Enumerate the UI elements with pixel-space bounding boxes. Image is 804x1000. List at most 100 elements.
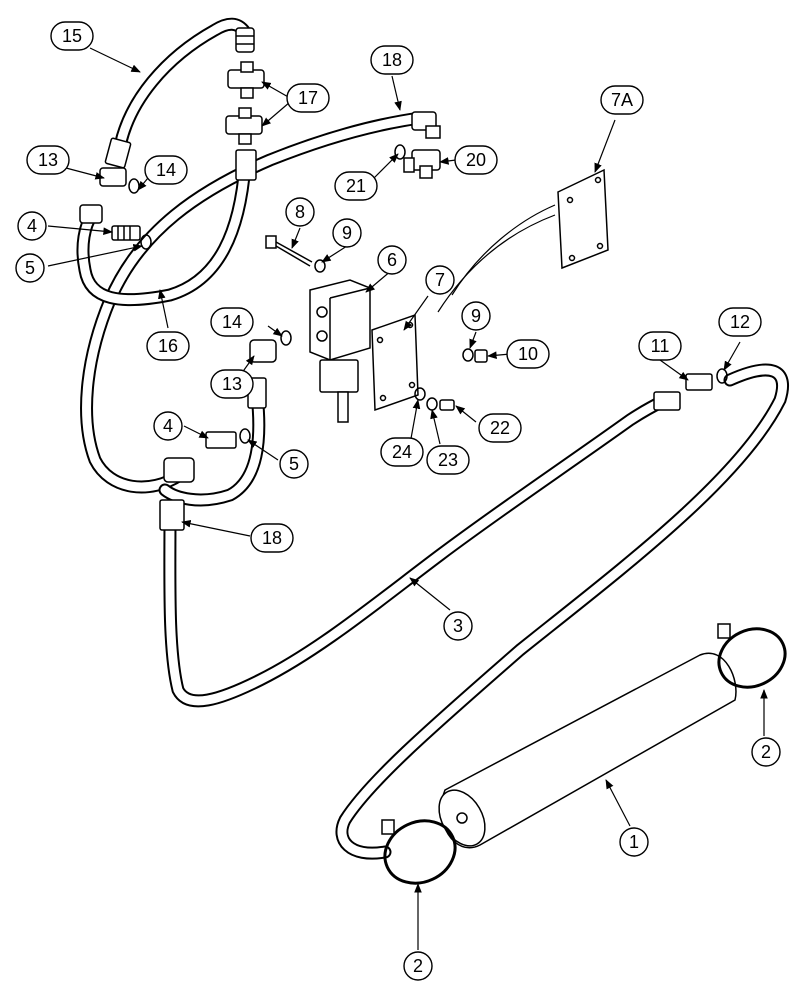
callout-20: 20 [454,145,498,175]
ferrule-16-top [235,149,257,181]
leader-21 [373,153,399,179]
callout-bubble [454,145,498,175]
callout-bubble [15,253,45,283]
callout-label: 14 [222,312,242,332]
adapter-4-bottom [205,431,237,449]
leader-4a [47,225,113,236]
leader-3 [409,577,451,611]
callout-bubble [153,411,183,441]
callout-label: 18 [382,50,402,70]
callout-label: 9 [342,223,352,243]
o-ring-5-bottom [239,428,251,444]
callout-2: 2 [403,951,433,981]
callout-22: 22 [478,413,522,443]
adapter-11 [685,373,713,391]
callout-18: 18 [250,523,294,553]
callout-label: 4 [27,216,37,236]
leader-22 [455,405,477,423]
callout-label: 7 [435,270,445,290]
leader-9b [469,331,477,349]
callout-bubble [26,145,70,175]
leader-9a [321,245,348,263]
ferrule-15 [104,137,132,169]
elbow-13-mid [249,339,277,363]
leader-5a [47,244,143,267]
elbow-18-bottom [159,457,195,531]
callout-bubble [461,301,491,331]
callout-bubble [377,245,407,275]
callout-1: 1 [619,827,649,857]
callout-8: 8 [285,197,315,227]
arc-lines [437,204,556,313]
clamp-2-lower [381,819,457,885]
leader-lines [47,47,768,950]
callout-13: 13 [210,369,254,399]
callout-label: 14 [156,160,176,180]
leader-8 [291,227,301,249]
callout-label: 3 [453,616,463,636]
callout-6: 6 [377,245,407,275]
callout-bubble [506,339,550,369]
hose-18-top [80,111,427,494]
callout-15: 15 [50,21,94,51]
plate-7 [371,313,419,412]
plate-7a [557,168,609,270]
callout-bubble [638,331,682,361]
callout-23: 23 [426,445,470,475]
leader-13a [65,167,105,180]
elbow-13-top [99,167,127,187]
leader-14b [267,325,283,337]
hose-group [76,17,789,860]
washer-23 [426,397,438,411]
callout-bubble [380,437,424,467]
callout-4: 4 [17,211,47,241]
valve-block-6 [309,279,371,423]
elbow-18-top [411,111,441,139]
callout-2: 2 [751,737,781,767]
tee-fitting-17b [225,107,263,145]
callout-label: 24 [392,442,412,462]
leader-16 [158,289,169,329]
clamp-2-upper [717,623,787,689]
callout-bubble [17,211,47,241]
callout-label: 7A [611,90,633,110]
callout-17: 17 [286,83,330,113]
callout-bubble [619,827,649,857]
callout-bubble [210,369,254,399]
hose-accumulator [335,363,789,860]
callout-label: 13 [38,150,58,170]
callout-3: 3 [443,611,473,641]
leader-23 [430,409,441,445]
callout-label: 20 [466,150,486,170]
leader-7 [403,295,429,331]
callout-label: 15 [62,26,82,46]
o-ring-5-top [140,234,152,250]
callout-9: 9 [461,301,491,331]
callout-9: 9 [332,218,362,248]
callout-7A: 7A [600,85,644,115]
washer-9-right [462,348,474,362]
callout-5: 5 [279,449,309,479]
hose-15 [111,17,252,165]
washer-9-top [314,259,326,273]
callout-label: 23 [438,450,458,470]
callout-label: 2 [761,742,771,762]
tee-fitting-20 [403,149,441,179]
hose-lower-loop [158,388,266,507]
callout-bubble [443,611,473,641]
elbow-fitting-top [235,27,255,53]
callout-12: 12 [718,307,762,337]
callout-21: 21 [334,171,378,201]
leader-14a [137,177,149,191]
callout-5: 5 [15,253,45,283]
callout-bubble [279,449,309,479]
callout-bubble [478,413,522,443]
leader-18b [181,519,251,537]
callout-bubble [334,171,378,201]
leader-4b [183,425,209,439]
callout-label: 4 [163,416,173,436]
callout-label: 17 [298,88,318,108]
leader-15 [89,47,141,73]
